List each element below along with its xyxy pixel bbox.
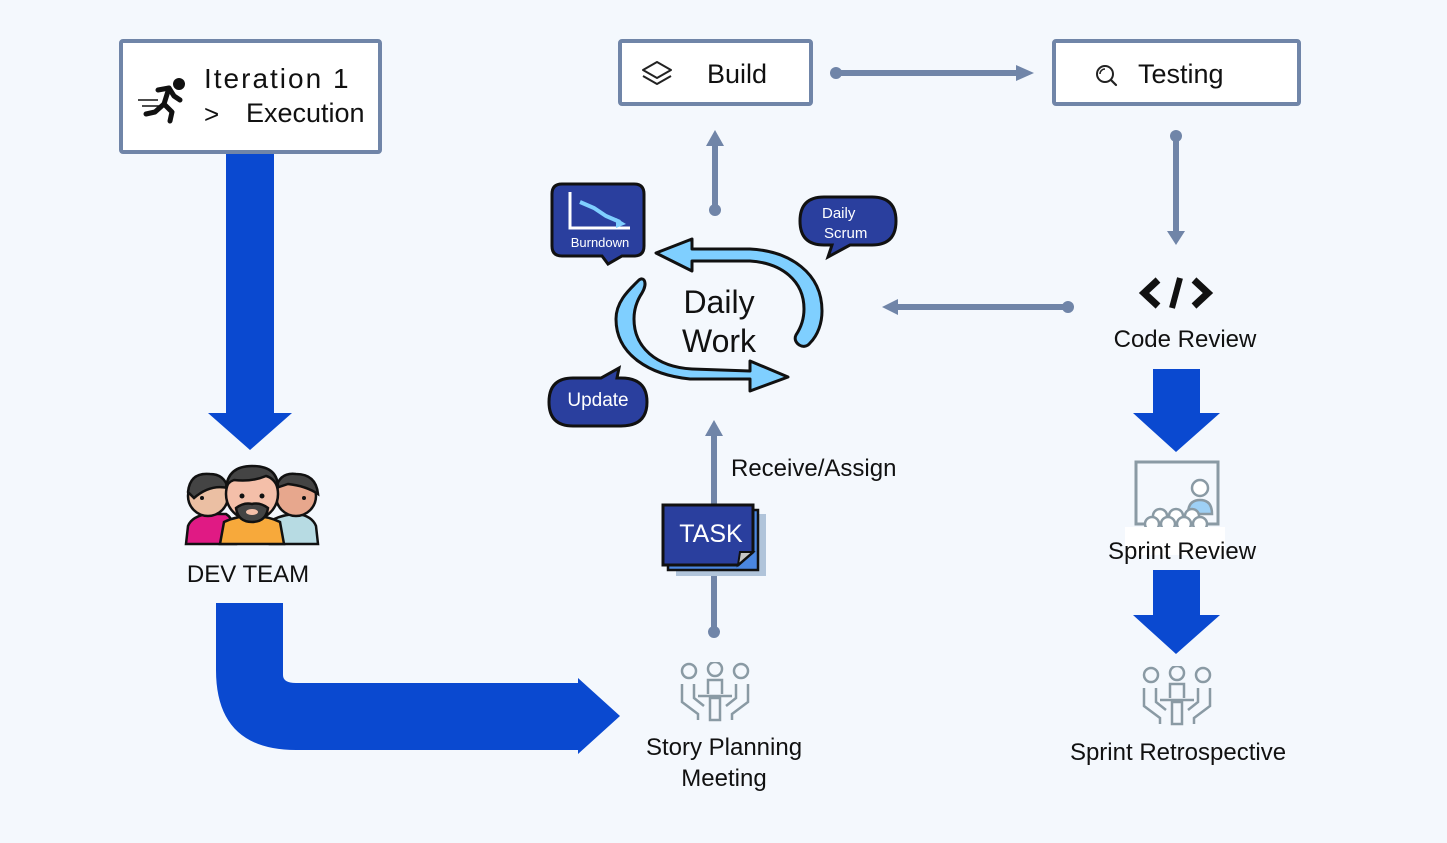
code-review-label: Code Review — [1113, 326, 1257, 353]
meeting-icon — [1142, 666, 1212, 726]
testing-box[interactable]: Testing — [1052, 39, 1301, 106]
dev-team-label: DEV TEAM — [186, 561, 310, 588]
build-box[interactable]: Build — [618, 39, 813, 106]
daily-work-title-line1: Daily — [683, 284, 755, 320]
story-planning-label-line2: Meeting — [681, 765, 767, 792]
breadcrumb-separator: > — [204, 99, 220, 129]
iteration-execution-box[interactable]: Iteration 1 > Execution — [119, 39, 382, 154]
story-planning-label-line1: Story Planning — [645, 734, 803, 761]
iteration-stage: Execution — [246, 98, 365, 128]
daily-scrum-label-line2: Scrum — [824, 225, 868, 242]
receive-assign-label: Receive/Assign — [731, 455, 897, 482]
team-icon — [184, 464, 320, 546]
flow-arrow-sprintreview-to-retro — [1133, 570, 1220, 654]
connector-codereview-to-dailywork — [882, 299, 1074, 315]
connector-testing-to-codereview — [1167, 130, 1185, 245]
update-label: Update — [567, 390, 629, 411]
sprint-review-label: Sprint Review — [1107, 538, 1257, 565]
search-icon — [1096, 65, 1118, 87]
burndown-chart-icon — [568, 192, 630, 230]
task-card-stack[interactable] — [660, 502, 770, 578]
daily-work-cycle — [614, 237, 824, 393]
cycle-arrow-bottom — [614, 277, 790, 393]
connector-build-to-testing — [830, 65, 1034, 81]
sprint-retrospective-label: Sprint Retrospective — [1069, 739, 1287, 766]
burndown-label: Burndown — [570, 235, 630, 250]
daily-scrum-bubble[interactable] — [796, 195, 900, 261]
task-label: TASK — [679, 520, 743, 548]
code-icon — [1138, 277, 1214, 309]
build-label: Build — [707, 59, 768, 89]
daily-scrum-label-line1: Daily — [822, 205, 856, 222]
runner-icon — [138, 78, 185, 124]
flow-arrow-devteam-to-planning — [216, 603, 620, 754]
layers-icon — [642, 61, 672, 85]
iteration-title: Iteration 1 — [204, 63, 351, 94]
update-bubble[interactable] — [545, 364, 651, 430]
connector-dailywork-to-build — [706, 130, 724, 216]
flow-arrow-codereview-to-sprintreview — [1133, 369, 1220, 452]
sprint-review-label-backdrop — [1125, 527, 1225, 555]
presentation-icon — [1134, 460, 1220, 530]
meeting-icon — [680, 662, 750, 722]
daily-work-title-line2: Work — [681, 323, 757, 359]
burndown-bubble[interactable] — [550, 182, 650, 266]
cycle-arrow-top — [654, 237, 824, 348]
flow-arrow-iteration-to-devteam — [208, 154, 292, 450]
testing-label: Testing — [1138, 59, 1224, 89]
